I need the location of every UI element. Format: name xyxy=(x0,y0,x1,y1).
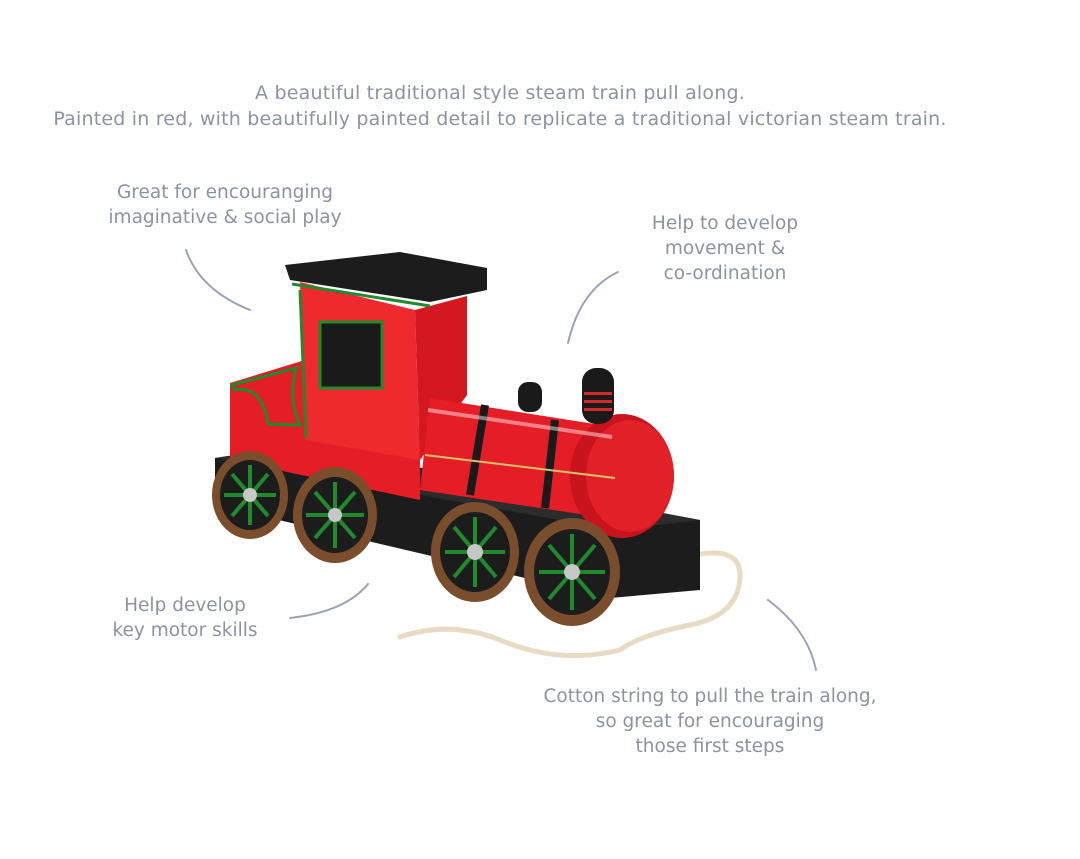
wheel xyxy=(431,502,519,602)
connector-motor xyxy=(289,583,369,619)
cab xyxy=(229,252,487,500)
callout-play: Great for encouranging imaginative & soc… xyxy=(80,180,370,230)
callout-string-line-3: those first steps xyxy=(635,736,785,757)
callout-play-line-1: Great for encouranging xyxy=(116,182,334,203)
callout-movement-line-1: Help to develop xyxy=(651,213,799,234)
callout-motor-line-2: key motor skills xyxy=(112,620,258,641)
callout-movement-line-3: co-ordination xyxy=(663,263,787,284)
callout-play-line-2: imaginative & social play xyxy=(108,207,342,228)
callout-string-line-1: Cotton string to pull the train along, xyxy=(543,686,877,707)
cab-roof xyxy=(285,252,487,302)
wheel xyxy=(524,518,620,626)
steam-dome xyxy=(518,382,542,412)
callout-motor: Help develop key motor skills xyxy=(80,593,290,643)
intro-line-2: Painted in red, with beautifully painted… xyxy=(53,108,947,130)
intro-text: A beautiful traditional style steam trai… xyxy=(0,80,1000,132)
connector-string xyxy=(767,599,817,671)
chimney xyxy=(582,368,614,424)
callout-string: Cotton string to pull the train along, s… xyxy=(500,684,920,759)
callout-motor-line-1: Help develop xyxy=(124,595,246,616)
callout-string-line-2: so great for encouraging xyxy=(595,711,825,732)
connector-play xyxy=(185,249,251,311)
pull-string xyxy=(397,550,743,659)
intro-line-1: A beautiful traditional style steam trai… xyxy=(255,82,745,104)
connector-movement xyxy=(567,271,619,344)
wheel xyxy=(293,467,377,563)
boiler xyxy=(420,368,674,538)
callout-movement-line-2: movement & xyxy=(664,238,786,259)
callout-movement: Help to develop movement & co-ordination xyxy=(620,211,830,286)
wheel xyxy=(212,451,288,539)
cab-window xyxy=(318,320,384,390)
